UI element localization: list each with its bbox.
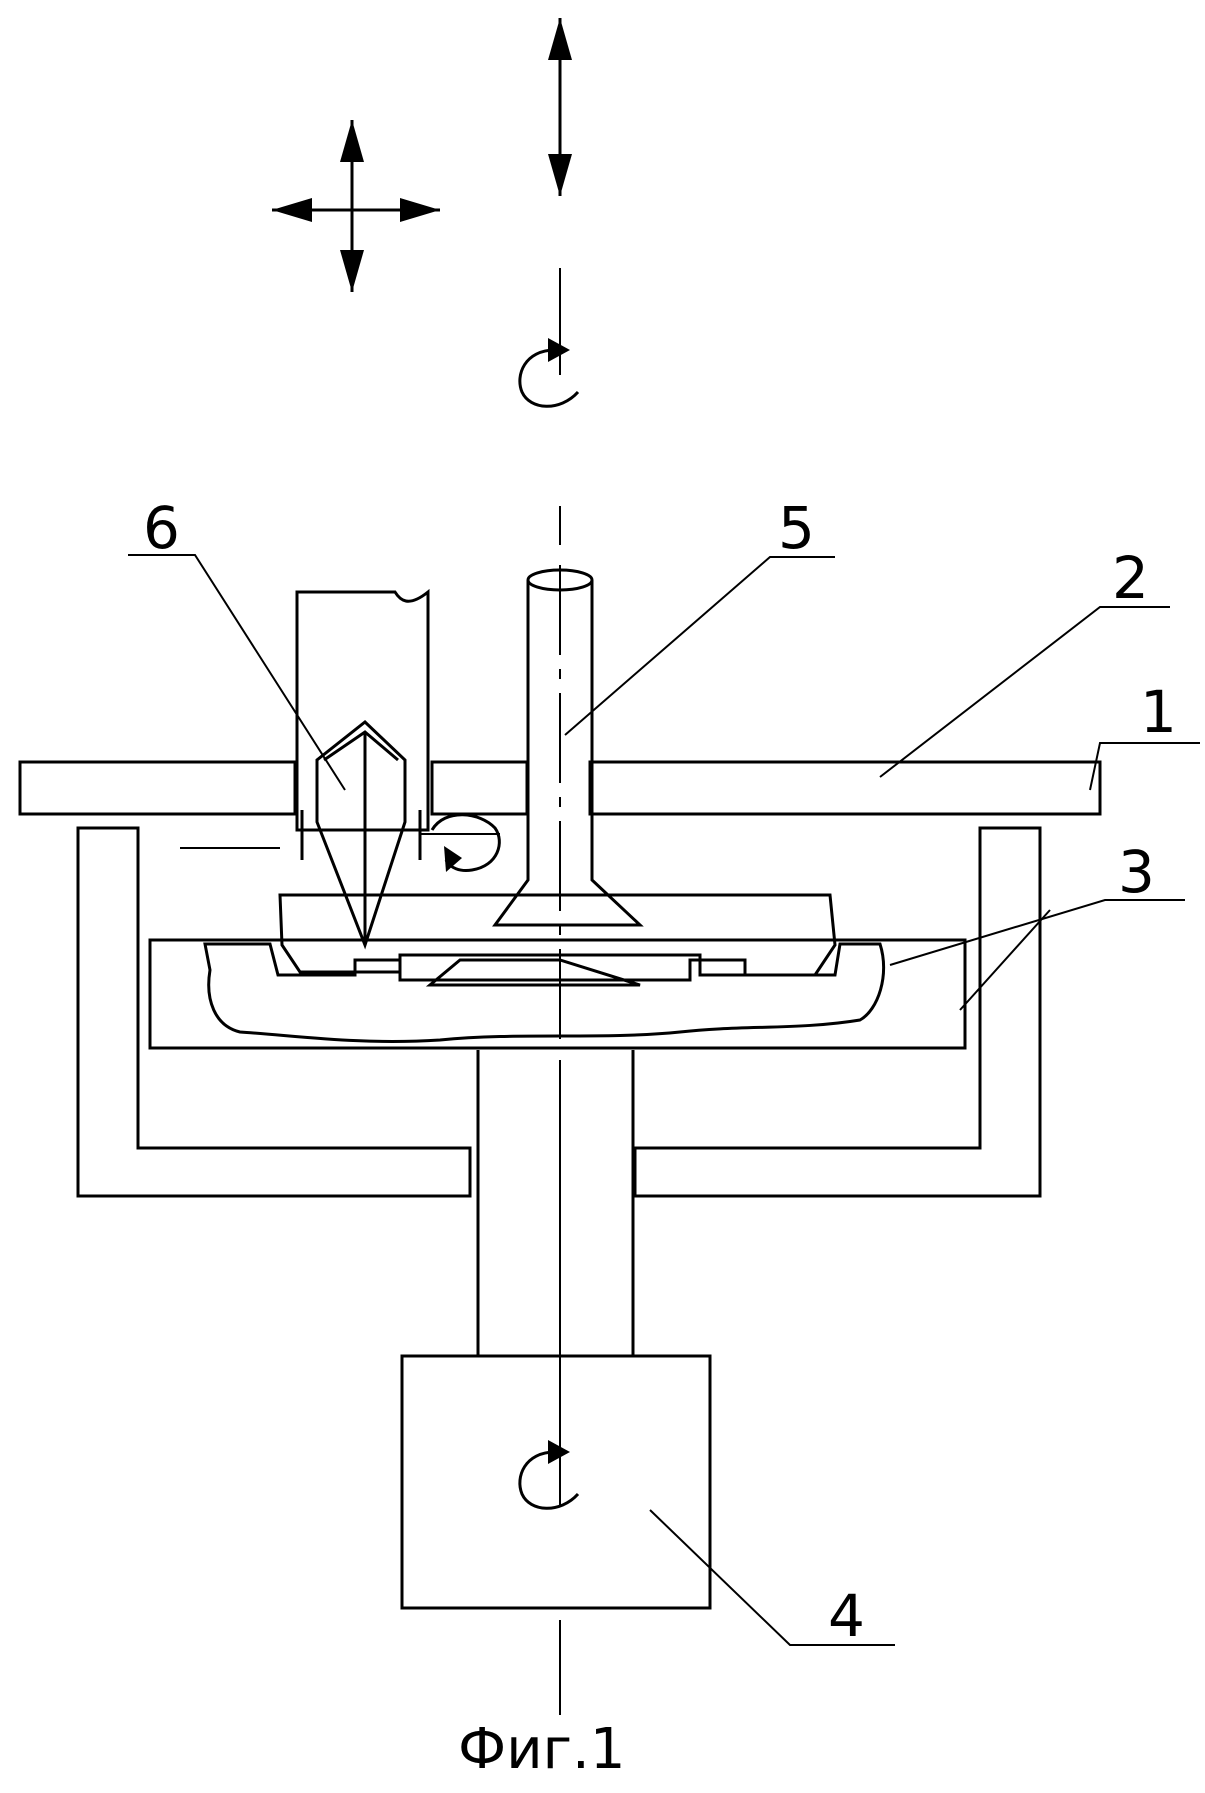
table-shaft: [478, 1050, 633, 1356]
planar-motion-arrows: [272, 120, 440, 292]
label-4: 4: [828, 1582, 865, 1650]
label-2: 2: [1112, 544, 1149, 612]
cutting-tool: [297, 592, 428, 945]
rotation-arrow-tool: [180, 815, 500, 872]
rotation-arrow-top: [520, 338, 578, 406]
label-5: 5: [778, 494, 815, 562]
label-1: 1: [1140, 678, 1177, 746]
figure-caption: Фиг.1: [458, 1717, 625, 1782]
nozzle-tube: [495, 570, 640, 925]
workpiece: [205, 895, 884, 1041]
vertical-motion-arrow: [548, 18, 572, 196]
label-3: 3: [1118, 838, 1155, 906]
rotation-arrow-drive: [520, 1440, 578, 1508]
label-6: 6: [143, 494, 180, 562]
drive-unit: [402, 1356, 710, 1608]
